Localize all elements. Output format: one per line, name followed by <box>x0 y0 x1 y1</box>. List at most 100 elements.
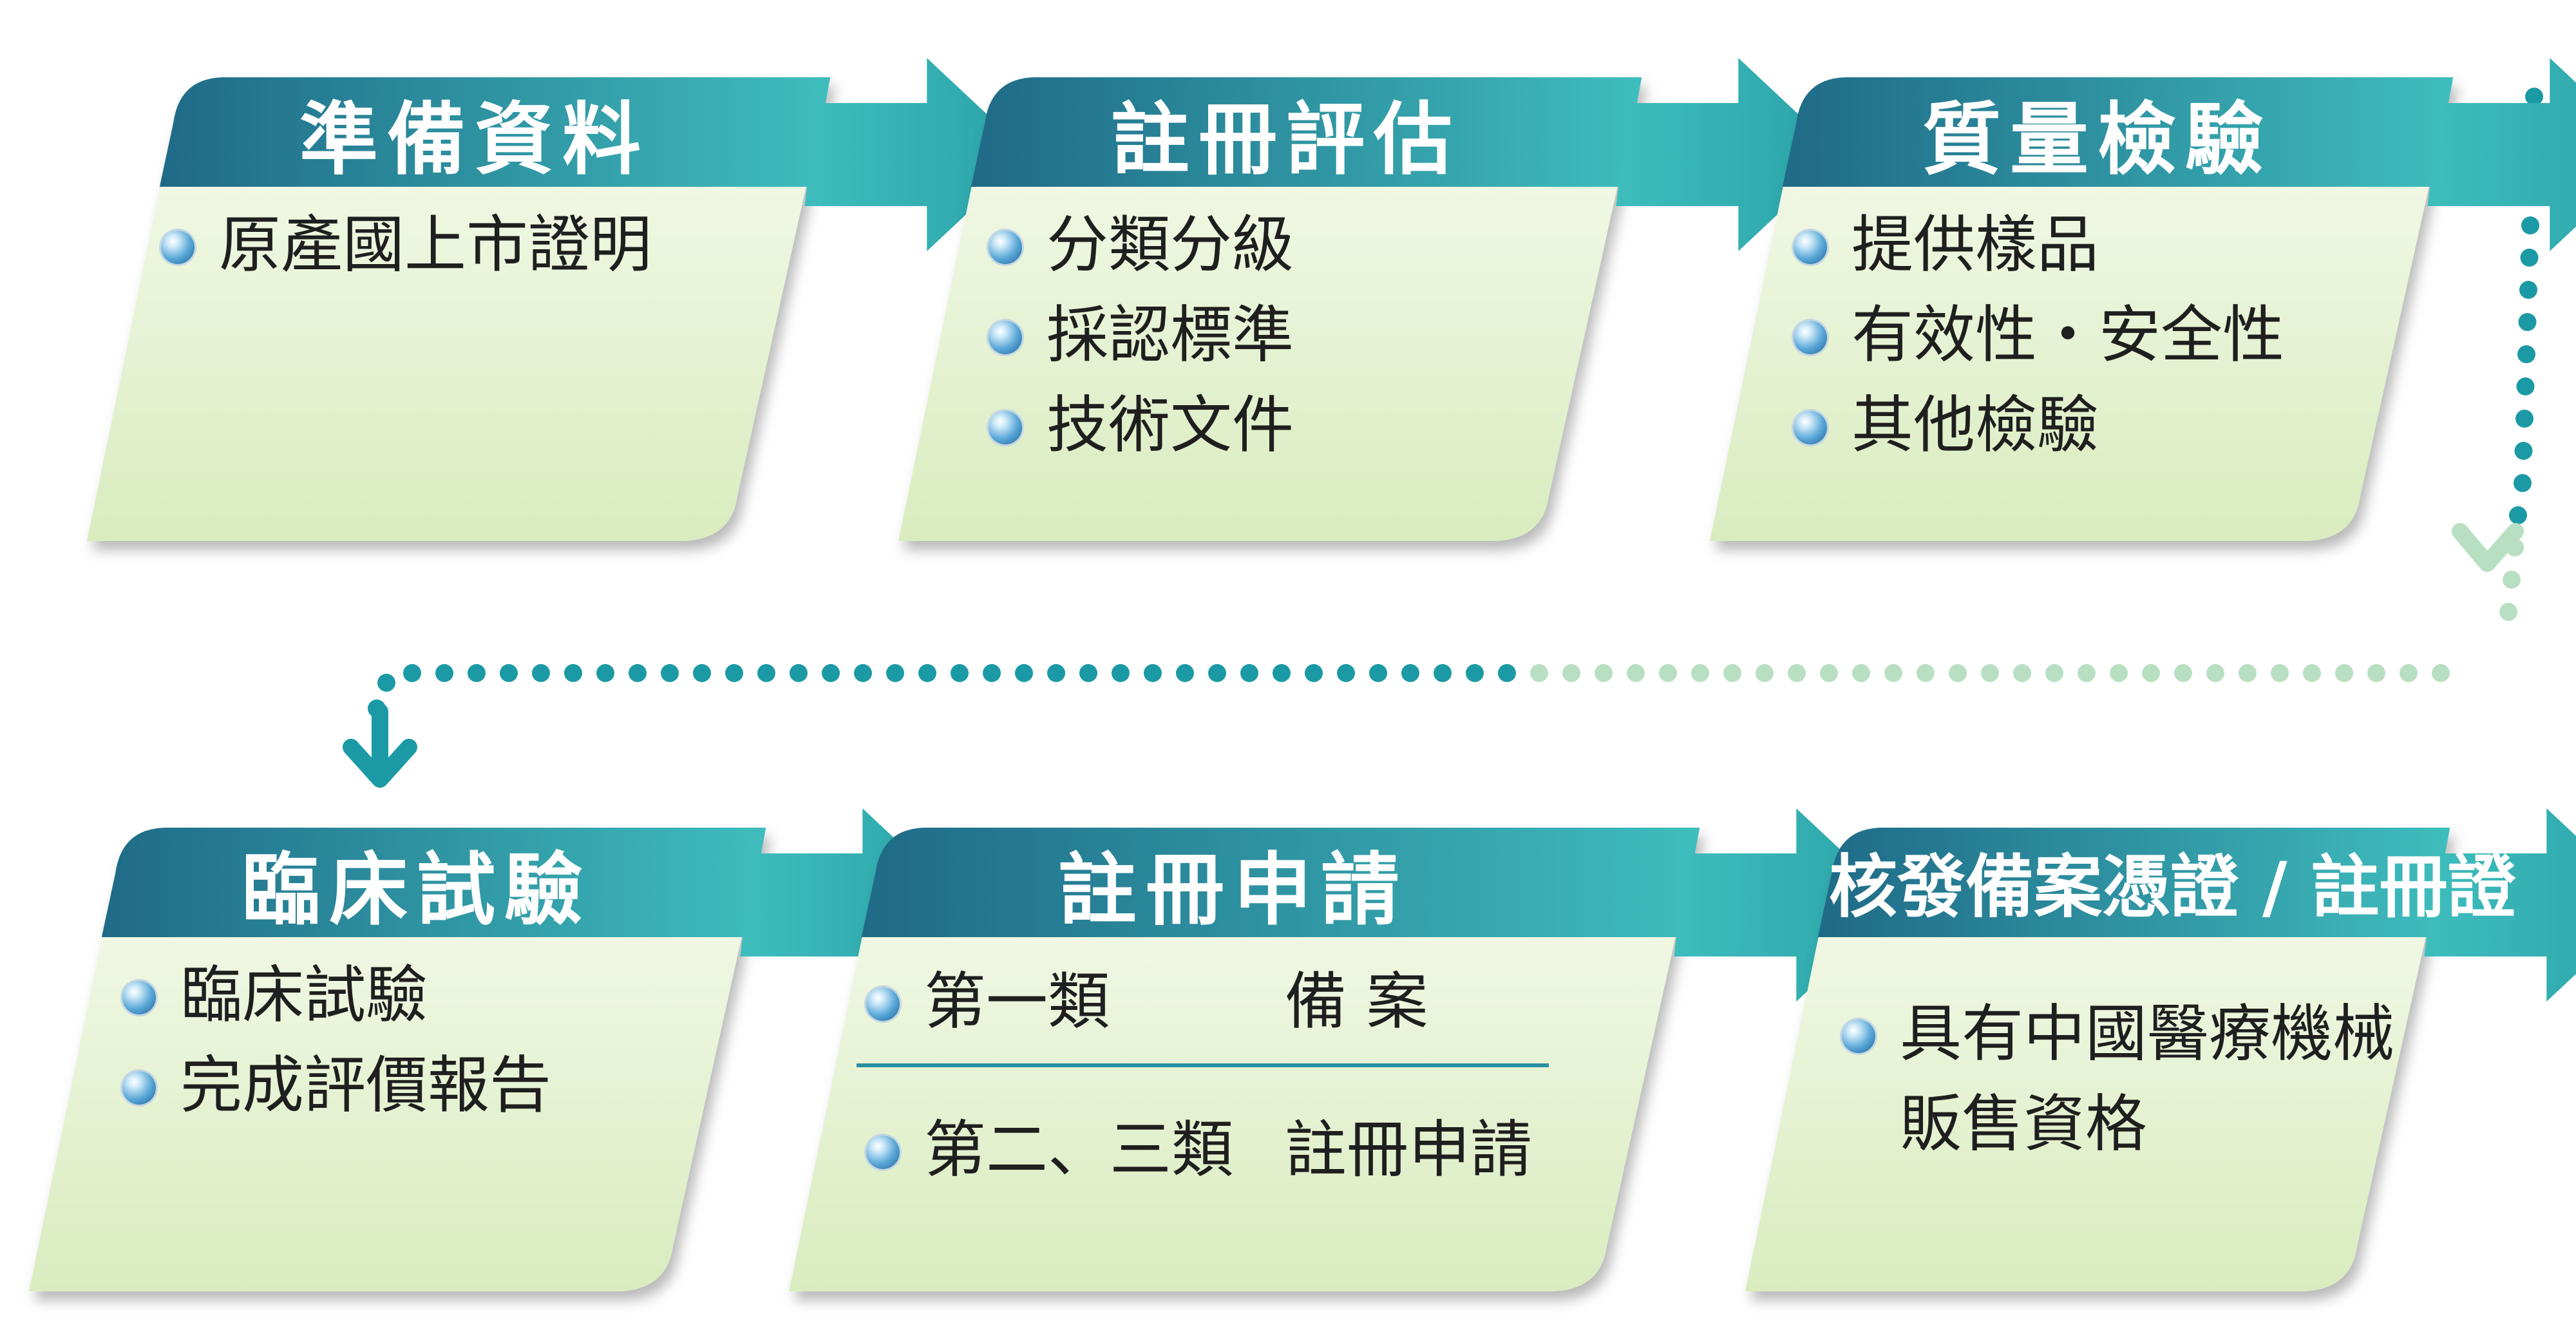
connector-dot <box>1756 664 1774 682</box>
connector-dot <box>564 664 582 682</box>
step-title: 核發備案憑證 / 註冊證 <box>1829 848 2516 927</box>
row-divider <box>857 1063 1549 1067</box>
connector-dot <box>854 664 872 682</box>
bullet-icon <box>989 411 1022 444</box>
connector-dot <box>1562 664 1580 682</box>
card-shape <box>1710 58 2576 541</box>
connector-dot <box>403 664 421 682</box>
connector-dot <box>951 664 969 682</box>
connector-dot <box>2499 603 2517 621</box>
connector-dot <box>2045 664 2063 682</box>
connector-dot <box>500 664 518 682</box>
connector-dot <box>1498 664 1516 682</box>
connector-dot <box>1369 664 1387 682</box>
connector-dot <box>725 664 743 682</box>
row-category: 第二、三類 <box>924 1114 1233 1186</box>
bullet-icon <box>866 987 900 1021</box>
connector-dot <box>377 674 395 692</box>
connector-dot <box>2519 281 2537 299</box>
step-title: 質量檢驗 <box>1922 94 2273 185</box>
step-rows: 第二、三類 註冊申請 <box>866 1111 1532 1201</box>
connector-dot <box>1208 664 1226 682</box>
row-action: 備 案 <box>1285 965 1428 1038</box>
category-row: 第一類 備 案 <box>866 963 1510 1053</box>
connector-dot <box>2174 664 2192 682</box>
row-action: 註冊申請 <box>1285 1114 1532 1186</box>
connector-dot <box>1659 664 1677 682</box>
card-shape <box>1745 808 2576 1291</box>
connector-dot <box>1788 664 1806 682</box>
connector-dot <box>1917 664 1935 682</box>
connector-dot <box>468 664 486 682</box>
connector-dot <box>596 664 614 682</box>
connector-dot <box>629 664 647 682</box>
connector-dot <box>1337 664 1355 682</box>
connector-dot <box>1852 664 1870 682</box>
connector-dot <box>2142 664 2160 682</box>
connector-dot <box>1691 664 1709 682</box>
connector-dot <box>886 664 904 682</box>
bullet-icon <box>122 1071 156 1105</box>
step-card-registration-assessment: 註冊評估 分類分級 採認標準 技術文件 <box>898 39 1842 554</box>
connector-dot <box>2239 664 2257 682</box>
connector-dot <box>918 664 936 682</box>
connector-dot <box>790 664 808 682</box>
connector-dot <box>435 664 453 682</box>
connector-dot <box>2206 664 2224 682</box>
connector-dot <box>2515 410 2533 428</box>
connector-dot <box>693 664 711 682</box>
step-card-registration-application: 註冊申請 第一類 備 案 第二、三類 註冊申請 <box>789 789 1900 1304</box>
connector-dot <box>2503 571 2521 589</box>
step-title: 準備資料 <box>299 94 650 185</box>
bullet-icon <box>866 1136 900 1169</box>
connector-dot <box>2516 377 2535 395</box>
connector-dot <box>822 664 840 682</box>
connector-dot <box>1434 664 1452 682</box>
connector-dot <box>2078 664 2096 682</box>
flow-arrow <box>2427 58 2576 251</box>
connector-dot <box>757 664 775 682</box>
connector-dot <box>1176 664 1194 682</box>
card-shape <box>789 808 1900 1291</box>
connector-dot <box>1305 664 1323 682</box>
chevron-down-icon <box>2452 523 2524 572</box>
connector-dot <box>2518 313 2537 331</box>
connector-dot <box>2514 474 2532 492</box>
connector-dot <box>1723 664 1741 682</box>
connector-dot <box>2521 216 2539 234</box>
connector-dot <box>1079 664 1097 682</box>
bullet-icon <box>989 321 1022 354</box>
connector-dot <box>2013 664 2031 682</box>
step-title: 臨床試驗 <box>242 844 592 936</box>
connector-dot <box>2509 506 2527 524</box>
bullet-icon <box>1842 1020 1875 1053</box>
connector-dot <box>2514 442 2533 460</box>
connector-dot <box>2271 664 2289 682</box>
connector-dot <box>2400 664 2418 682</box>
bullet-icon <box>1794 231 1827 264</box>
category-row: 第二、三類 註冊申請 <box>866 1111 1532 1201</box>
step-card-certificate-issuance: 核發備案憑證 / 註冊證 具有中國醫療機械 販售資格 <box>1745 789 2576 1304</box>
connector-dot <box>1112 664 1130 682</box>
bullet-icon <box>122 981 156 1014</box>
connector-dot <box>661 664 679 682</box>
step-rows: 第一類 備 案 <box>866 963 1510 1053</box>
connector-dot <box>2432 664 2450 682</box>
connector-dot <box>1273 664 1291 682</box>
connector-dot <box>1884 664 1902 682</box>
connector-dot <box>1144 664 1162 682</box>
connector-dot <box>983 664 1001 682</box>
bullet-icon <box>989 231 1022 264</box>
bullet-icon <box>1794 411 1827 444</box>
connector-dot <box>2303 664 2321 682</box>
connector-dot <box>1466 664 1484 682</box>
connector-dot <box>1820 664 1838 682</box>
connector-dot <box>2110 664 2128 682</box>
connector-dot <box>1015 664 1033 682</box>
connector-dot <box>1047 664 1065 682</box>
connector-dot <box>532 664 550 682</box>
connector-dot <box>2525 88 2543 106</box>
step-card-clinical-trial: 臨床試驗 臨床試驗 完成評價報告 <box>29 789 966 1304</box>
